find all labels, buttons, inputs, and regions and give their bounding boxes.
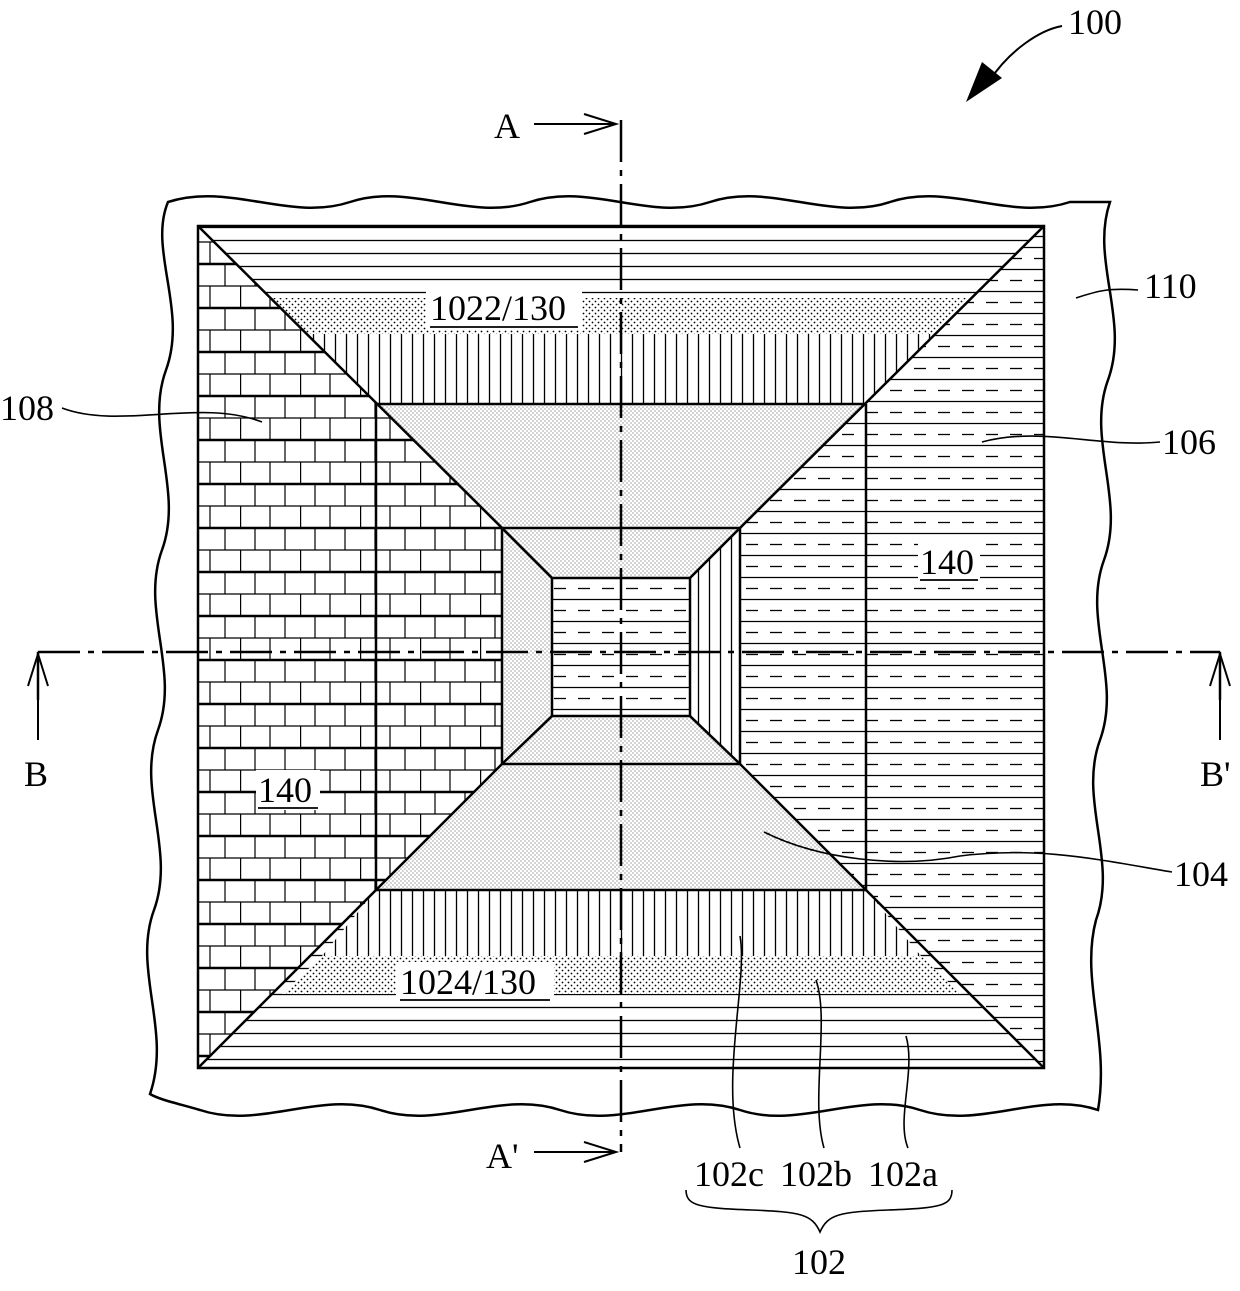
section-label-a-prime: A' [486,1136,518,1176]
label-102b: 102b [780,1154,852,1194]
brace-102 [686,1190,952,1232]
label-140-right: 140 [920,542,974,582]
label-102a: 102a [868,1154,938,1194]
label-108: 108 [0,388,54,428]
label-140-left: 140 [258,770,312,810]
label-100: 100 [1068,2,1122,42]
section-label-a: A [494,106,520,146]
section-label-b-prime: B' [1200,754,1231,794]
section-label-b: B [24,754,48,794]
pointer-100-arrowhead [966,62,1002,102]
label-104: 104 [1174,854,1228,894]
pointer-100 [990,26,1062,80]
label-102: 102 [792,1242,846,1282]
label-106: 106 [1162,422,1216,462]
label-110: 110 [1144,266,1197,306]
label-1024-130: 1024/130 [400,962,536,1002]
label-102c: 102c [694,1154,764,1194]
label-1022-130: 1022/130 [430,288,566,328]
